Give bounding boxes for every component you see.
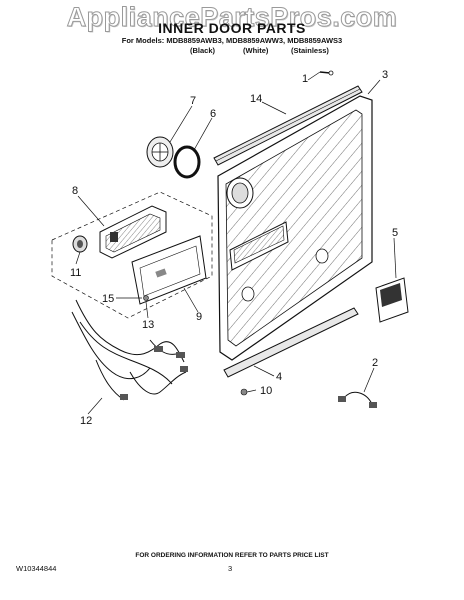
models-line: For Models: MDB8859AWB3, MDB8859AWW3, MD… [121, 36, 343, 45]
part-3-inner-door-panel [217, 95, 373, 361]
callout-6: 6 [210, 108, 216, 120]
part-14-gasket-strip [213, 85, 363, 166]
variant-stainless: (Stainless) [291, 46, 329, 55]
callout-14: 14 [250, 93, 262, 105]
callout-9: 9 [196, 311, 202, 323]
variant-black: (Black) [190, 46, 216, 55]
part-2-wire-connector [338, 391, 377, 408]
page-number: 3 [228, 564, 233, 573]
part-11-knob [72, 235, 88, 253]
part-5-vent-bracket [375, 277, 409, 323]
part-12-wire-harness [71, 299, 188, 401]
ordering-note: FOR ORDERING INFORMATION REFER TO PARTS … [135, 552, 329, 559]
callout-2: 2 [372, 357, 378, 369]
assembly-outline [51, 191, 213, 319]
part-10-screw [240, 388, 248, 396]
callout-3: 3 [382, 69, 388, 81]
part-7-rinse-aid-cap [146, 136, 174, 168]
part-9-control-board [131, 235, 207, 305]
page-title: INNER DOOR PARTS [158, 20, 306, 36]
part-15-screw [143, 295, 149, 301]
callout-4: 4 [276, 371, 282, 383]
leader-lines [75, 71, 397, 415]
callout-5: 5 [392, 227, 398, 239]
callout-12: 12 [80, 415, 92, 427]
callout-7: 7 [190, 95, 196, 107]
part-8-control-module [99, 205, 167, 259]
part-4-bottom-strip [223, 307, 359, 378]
callout-1: 1 [302, 73, 308, 85]
part-6-gasket-ring [173, 145, 201, 179]
document-number: W10344844 [16, 564, 57, 573]
watermark-logo: AppliancePartsPros.com [66, 2, 398, 33]
callout-11: 11 [70, 267, 81, 279]
part-1-screw [319, 70, 334, 76]
callout-10: 10 [260, 385, 272, 397]
callout-8: 8 [72, 185, 78, 197]
variant-white: (White) [243, 46, 269, 55]
callout-13: 13 [142, 319, 154, 331]
callout-15: 15 [102, 293, 114, 305]
